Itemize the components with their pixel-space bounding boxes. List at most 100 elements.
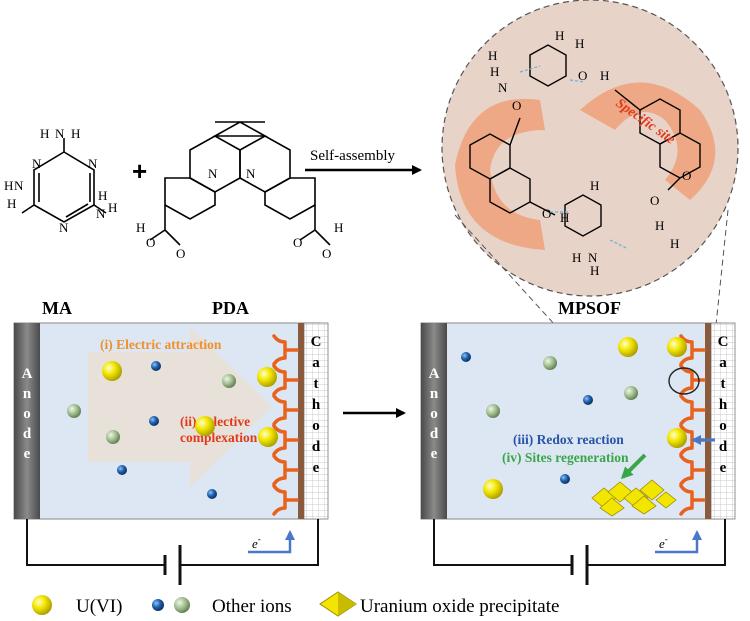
melamine-structure [21,138,107,223]
ion-blue [560,474,570,484]
svg-text:H: H [490,64,499,79]
left-migration-arrow [88,327,272,487]
left-ions [67,361,278,499]
svg-text:N: N [96,206,106,221]
svg-text:H: H [40,126,49,141]
svg-text:O: O [322,246,331,261]
svg-text:H: H [655,218,664,233]
left-external-circuit [26,519,319,585]
ion-green [486,404,500,418]
svg-text:H: H [572,250,581,265]
ion-blue [583,395,593,405]
cathode-letter: h [312,397,321,413]
svg-text:N: N [246,166,256,181]
legend-green-ion-icon [174,597,190,613]
svg-text:H: H [575,36,584,51]
ion-green [543,356,557,370]
legend-uvi-icon [32,595,52,615]
svg-text:H: H [590,178,599,193]
cathode-letter: h [719,397,728,413]
ion-uvi [195,416,215,436]
cathode-letter: d [312,439,321,455]
ion-blue [461,352,471,362]
step-redox-reaction: (iii) Redox reaction [513,432,624,447]
ion-uvi [483,479,503,499]
pda-structure [149,121,331,246]
anode-letter: o [430,406,438,422]
legend-precipitate-icon [319,591,357,617]
ma-label: MA [42,298,72,318]
ion-uvi [618,337,638,357]
svg-text:H: H [136,220,145,235]
step-sites-regeneration: (iv) Sites regeneration [502,450,629,465]
anode-letter: n [430,386,439,402]
svg-text:O: O [682,168,691,183]
svg-text:N: N [14,178,24,193]
left-anode [14,323,40,519]
legend-uvi-label: U(VI) [76,596,122,617]
cathode-letter: e [720,460,727,476]
self-assembly-label: Self-assembly [310,148,395,164]
step-selective-line1: (ii) Selective [180,414,250,429]
ion-green [624,386,638,400]
ion-uvi [667,428,687,448]
cathode-letter: t [314,376,319,392]
zoom-guide-right [715,209,729,326]
left-chelating-sites [272,334,299,516]
svg-text:N: N [498,80,508,95]
svg-text:H: H [555,28,564,43]
anode-letter: A [22,366,33,382]
uranium-oxide-precipitate-cluster [591,479,677,517]
ion-green [106,430,120,444]
svg-text:H: H [590,263,599,278]
legend-blue-ion-icon [152,599,164,611]
right-cathode-film [705,323,711,519]
svg-text:H: H [7,196,16,211]
cathode-letter: t [721,376,726,392]
left-electron-flow-arrow [248,530,295,554]
svg-text:H: H [600,68,609,83]
right-cathode [710,322,736,520]
ion-green [222,374,236,388]
svg-text:N: N [59,220,69,235]
step-electric-attraction: (i) Electric attraction [100,337,222,352]
ion-uvi [257,367,277,387]
anode-letter: d [23,426,32,442]
specific-site-left-arc [455,98,545,250]
svg-text:H: H [4,178,13,193]
anode-letter: n [23,386,32,402]
ion-blue [117,465,127,475]
mpsof-label: MPSOF [558,298,621,318]
ion-blue [149,416,159,426]
anode-letter: o [23,406,31,422]
right-electron-label: e- [659,534,668,551]
anode-letter: d [430,426,439,442]
cathode-letter: a [312,355,320,371]
cathode-letter: C [718,334,729,350]
highlight-site-ellipse [668,367,700,395]
left-electron-label: e- [252,534,261,551]
zoom-guide-left [454,214,556,326]
right-anode [421,323,447,519]
cathode-letter: a [719,355,727,371]
specific-site-right-arc [580,82,716,200]
ion-blue [151,361,161,371]
legend: U(VI) Other ions Uranium oxide precipita… [32,591,559,617]
svg-text:N: N [208,166,218,181]
pda-label: PDA [212,298,249,318]
cathode-letter: d [719,439,728,455]
ion-uvi [667,337,687,357]
svg-text:N: N [88,156,98,171]
svg-text:O: O [512,98,521,113]
svg-text:H: H [108,200,117,215]
plus-sign: + [132,156,147,186]
legend-other-ions-label: Other ions [212,596,292,617]
anode-letter: e [24,446,31,462]
legend-precipitate-label: Uranium oxide precipitate [360,596,559,617]
svg-text:O: O [176,246,185,261]
